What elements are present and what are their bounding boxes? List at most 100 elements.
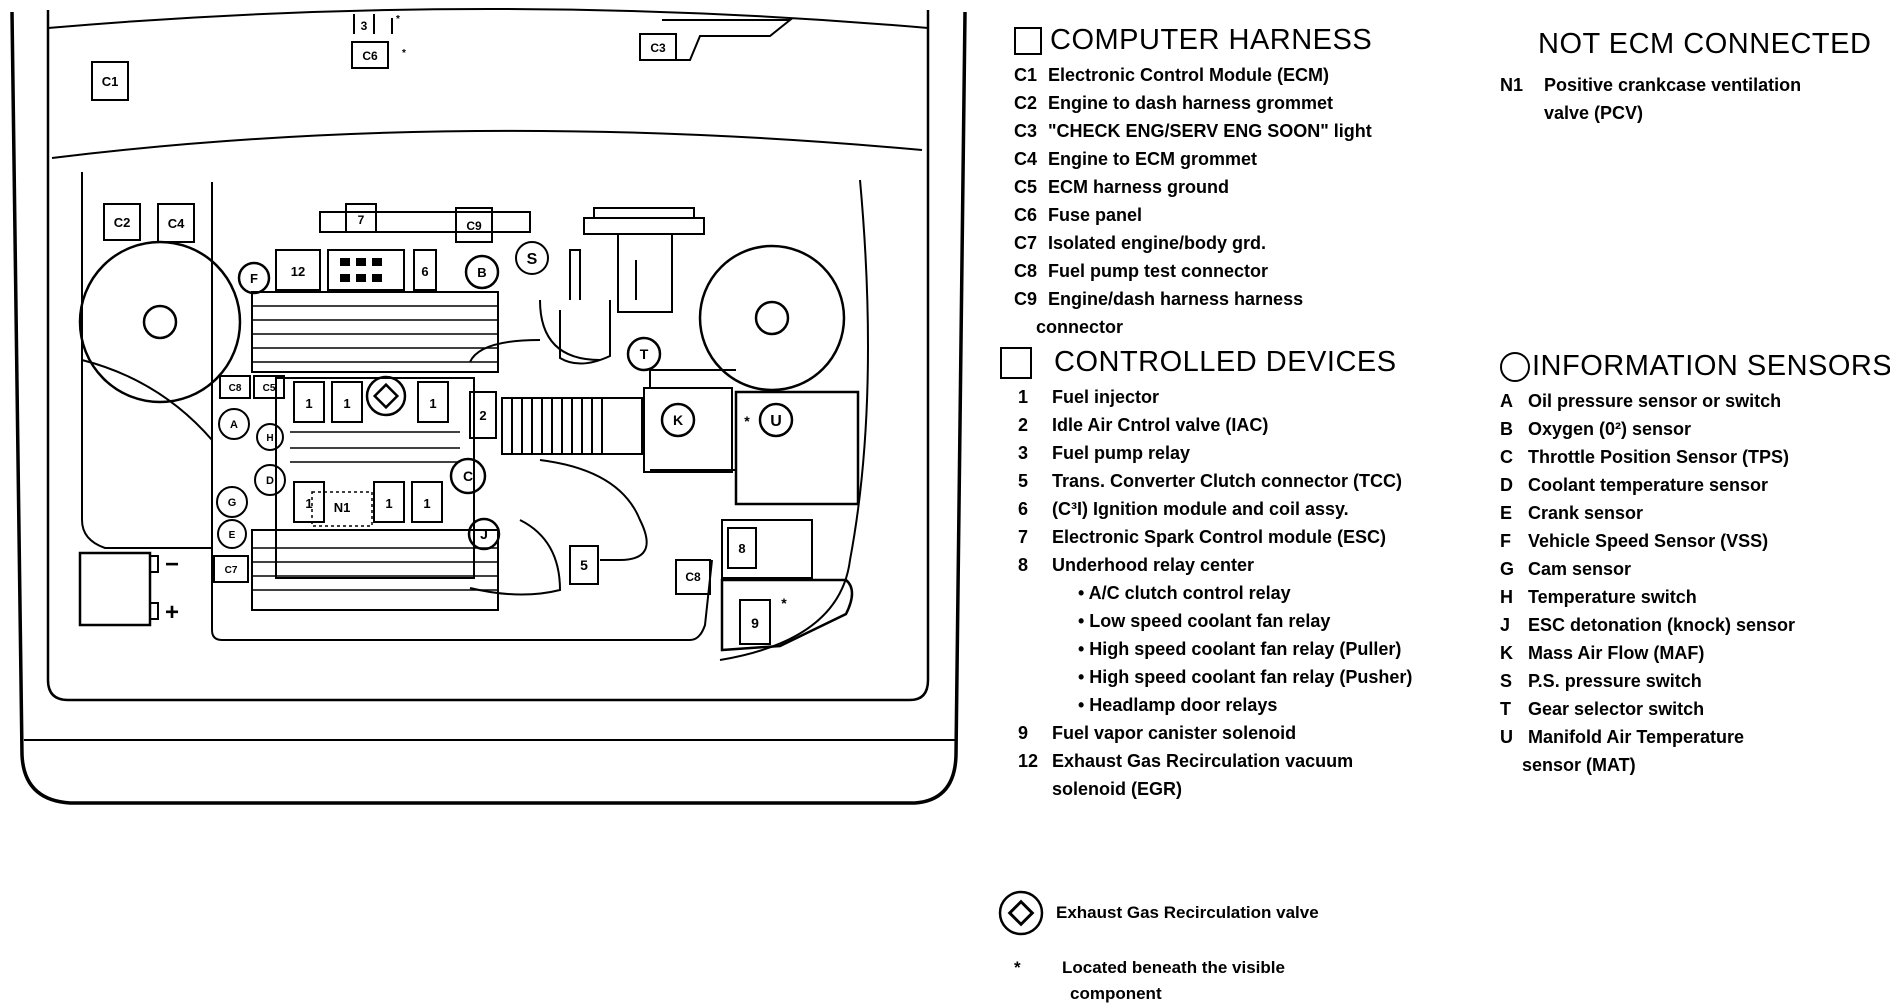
item-code: C2 bbox=[1014, 93, 1038, 113]
car-body-outline bbox=[10, 11, 967, 805]
label-c4: C4 bbox=[168, 216, 185, 231]
item-text: Fuel injector bbox=[1052, 387, 1160, 407]
label-1f: 1 bbox=[423, 496, 430, 511]
item-text: ESC detonation (knock) sensor bbox=[1528, 615, 1796, 635]
information-sensors-title: INFORMATION SENSORS bbox=[1500, 350, 1890, 383]
list-item: • Low speed coolant fan relay bbox=[1018, 607, 1412, 635]
label-a: A bbox=[230, 419, 238, 431]
c9-box bbox=[455, 207, 493, 243]
item-text: Oil pressure sensor or switch bbox=[1528, 391, 1782, 411]
item-text: Trans. Converter Clutch connector (TCC) bbox=[1052, 471, 1403, 491]
maf-lines bbox=[649, 369, 736, 471]
engine-area bbox=[211, 182, 713, 641]
item-text: Cam sensor bbox=[1528, 559, 1632, 579]
bottom-manifold-ribs bbox=[252, 547, 498, 591]
left-wheel bbox=[78, 240, 242, 404]
item-code: K bbox=[1500, 643, 1513, 663]
item-code: C1 bbox=[1014, 65, 1038, 85]
egr-valve-note: Exhaust Gas Recirculation valve bbox=[996, 888, 1319, 938]
label-1a: 1 bbox=[305, 396, 312, 411]
label-c: C bbox=[463, 468, 473, 484]
sensor-t-circle bbox=[626, 336, 662, 372]
item-code: C9 bbox=[1014, 289, 1038, 309]
label-c3: C3 bbox=[650, 41, 666, 55]
item-code: 9 bbox=[1018, 723, 1029, 743]
sensor-u-circle bbox=[758, 402, 794, 438]
list-item: • High speed coolant fan relay (Puller) bbox=[1018, 635, 1412, 663]
list-item: C Throttle Position Sensor (TPS) bbox=[1500, 443, 1890, 471]
item-code: G bbox=[1500, 559, 1515, 579]
star-note: *Located beneath the visible component bbox=[1014, 954, 1285, 1006]
top-manifold-ribs bbox=[252, 305, 498, 363]
label-1b: 1 bbox=[343, 396, 350, 411]
list-item: 9 Fuel vapor canister solenoid bbox=[1018, 719, 1412, 747]
sensor-f-circle bbox=[237, 261, 271, 295]
item-code: S bbox=[1500, 671, 1513, 691]
c3-box bbox=[639, 33, 677, 61]
item-code: A bbox=[1500, 391, 1513, 411]
top-manifold bbox=[251, 291, 499, 373]
injector-1e bbox=[373, 481, 405, 523]
item-text: Vehicle Speed Sensor (VSS) bbox=[1528, 531, 1769, 551]
item-text: Fuel vapor canister solenoid bbox=[1052, 723, 1297, 743]
item-code: E bbox=[1500, 503, 1513, 523]
item-code: C bbox=[1500, 447, 1513, 467]
item-text: Throttle Position Sensor (TPS) bbox=[1528, 447, 1790, 467]
box-2 bbox=[469, 391, 497, 439]
sensor-h-circle bbox=[256, 423, 284, 451]
box-5 bbox=[569, 545, 599, 585]
item-code: C5 bbox=[1014, 177, 1038, 197]
maf-housing bbox=[643, 387, 733, 473]
label-s: S bbox=[527, 251, 538, 268]
c7-box bbox=[213, 555, 249, 583]
fuse-box bbox=[327, 249, 405, 291]
item-text: Exhaust Gas Recirculation vacuum bbox=[1052, 751, 1354, 771]
cylinder-body bbox=[617, 233, 673, 313]
right-wheel bbox=[698, 244, 846, 392]
item-code: 7 bbox=[1018, 527, 1029, 547]
item-text: Fuse panel bbox=[1048, 205, 1143, 225]
item-text: Underhood relay center bbox=[1052, 555, 1255, 575]
injector-1a bbox=[293, 381, 325, 423]
c9-cont: connector bbox=[1036, 317, 1124, 337]
label-c2: C2 bbox=[114, 215, 131, 230]
list-item-cont: solenoid (EGR) bbox=[1052, 779, 1182, 799]
box-7 bbox=[345, 203, 377, 233]
label-star-3: * bbox=[396, 14, 400, 25]
item-text: Fuel pump relay bbox=[1052, 443, 1191, 463]
label-f: F bbox=[250, 271, 258, 286]
left-wheel-well bbox=[81, 359, 213, 441]
left-wheel-hub bbox=[142, 304, 178, 340]
item-text: Oxygen (0²) sensor bbox=[1528, 419, 1692, 439]
label-d: D bbox=[266, 475, 274, 487]
label-9: 9 bbox=[751, 615, 759, 631]
item-text: • Low speed coolant fan relay bbox=[1078, 611, 1331, 631]
label-t: T bbox=[640, 346, 649, 362]
sensor-g-circle bbox=[216, 486, 248, 518]
label-1d: 1 bbox=[305, 496, 312, 511]
star-symbol: * bbox=[1014, 958, 1021, 977]
box-9 bbox=[739, 599, 771, 645]
item-code: C8 bbox=[1014, 261, 1038, 281]
label-c7: C7 bbox=[225, 565, 238, 576]
item-code: J bbox=[1500, 615, 1511, 635]
item-text: Idle Air Cntrol valve (IAC) bbox=[1052, 415, 1269, 435]
sensor-j-circle bbox=[467, 517, 501, 551]
item-text: Electronic Spark Control module (ESC) bbox=[1052, 527, 1387, 547]
egr-valve-icon bbox=[998, 890, 1044, 936]
list-item-cont: valve (PCV) bbox=[1544, 103, 1644, 123]
item-code: T bbox=[1500, 699, 1511, 719]
item-text: Gear selector switch bbox=[1528, 699, 1705, 719]
sensor-e-circle bbox=[217, 519, 247, 549]
